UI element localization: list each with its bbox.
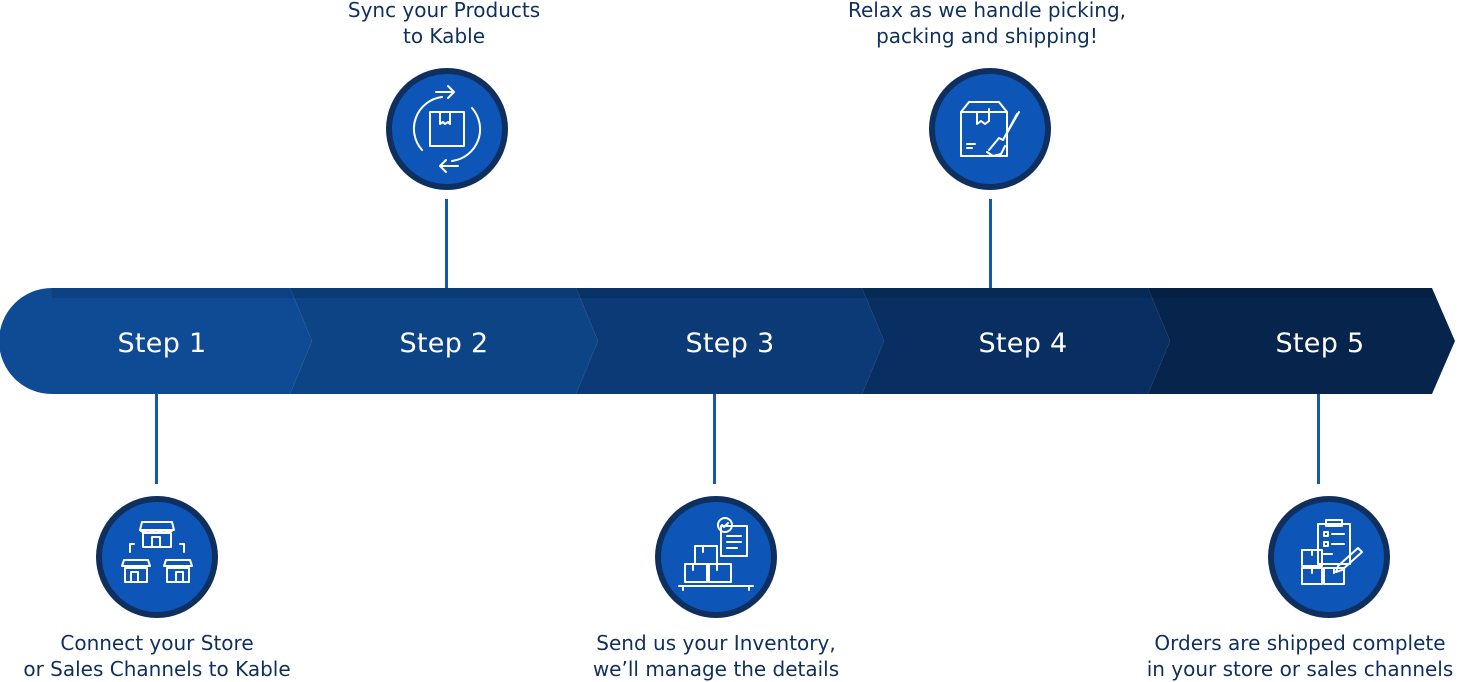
step-1-icon-badge — [96, 496, 218, 618]
step-4-connector — [989, 199, 992, 288]
step-4-segment — [862, 288, 1170, 394]
step-2-label: Step 2 — [399, 328, 489, 359]
step-5-caption-line-2: in your store or sales channels — [1146, 657, 1454, 681]
step-4-caption-line-2: packing and shipping! — [876, 24, 1098, 48]
step-2-caption-line-1: Sync your Products — [347, 0, 541, 22]
step-5-caption: Orders are shipped complete in your stor… — [1110, 630, 1482, 682]
step-3-segment — [576, 288, 884, 394]
step-2-segment — [290, 288, 598, 394]
inventory-boxes-icon — [678, 517, 754, 591]
step-1-connector — [155, 394, 158, 484]
step-1-caption-line-2: or Sales Channels to Kable — [23, 657, 291, 681]
step-2-connector — [445, 199, 448, 288]
step-2-icon-badge — [386, 68, 508, 190]
step-1-caption: Connect your Store or Sales Channels to … — [0, 630, 347, 682]
step-4-icon-badge — [929, 68, 1051, 190]
step-3-connector — [713, 394, 716, 484]
step-3-icon-badge — [655, 496, 777, 618]
step-5-label: Step 5 — [1275, 328, 1365, 359]
step-1-label: Step 1 — [117, 328, 207, 359]
step-5-segment — [1148, 288, 1455, 394]
step-3-label: Step 3 — [685, 328, 775, 359]
package-handling-icon — [960, 101, 1020, 157]
step-5-connector — [1317, 394, 1320, 484]
step-3-caption: Send us your Inventory, we’ll manage the… — [526, 630, 906, 682]
order-checklist-icon — [1301, 519, 1363, 585]
step-5-icon-badge — [1268, 496, 1390, 618]
step-4-label: Step 4 — [978, 328, 1068, 359]
sync-box-icon — [412, 85, 482, 173]
step-2-caption: Sync your Products to Kable — [254, 0, 634, 49]
step-4-caption-line-1: Relax as we handle picking, — [848, 0, 1126, 22]
step-3-caption-line-1: Send us your Inventory, — [596, 631, 836, 655]
step-3-caption-line-2: we’ll manage the details — [592, 657, 840, 681]
step-5-caption-line-1: Orders are shipped complete — [1154, 631, 1446, 655]
storefront-network-icon — [121, 521, 193, 583]
step-1-segment — [0, 288, 312, 394]
step-4-caption: Relax as we handle picking, packing and … — [797, 0, 1177, 49]
step-1-caption-line-1: Connect your Store — [60, 631, 254, 655]
step-2-caption-line-2: to Kable — [402, 24, 485, 48]
